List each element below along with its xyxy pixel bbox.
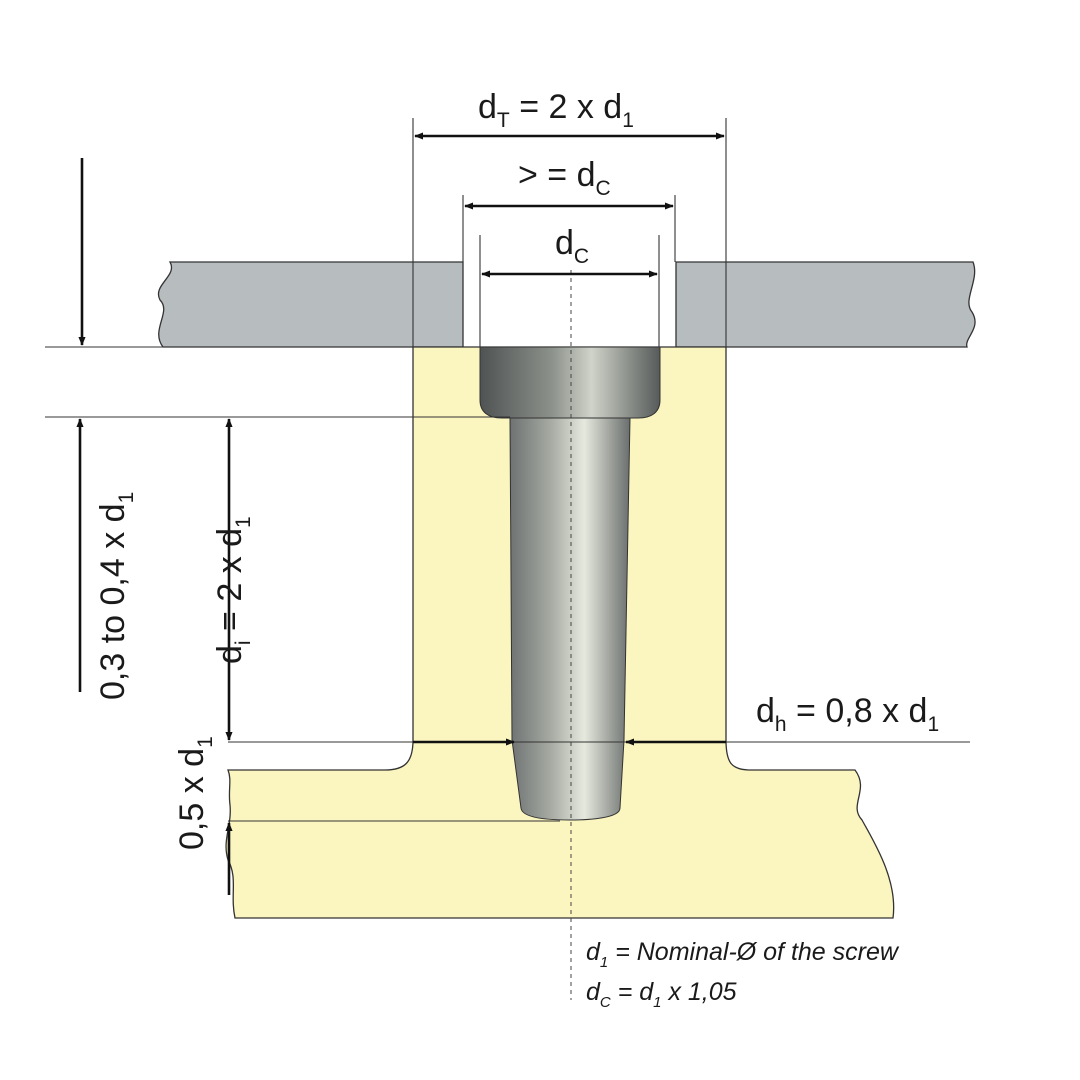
- dT-label: dT = 2 x d1: [478, 88, 634, 132]
- screw-shank: [509, 417, 631, 821]
- di-label: di = 2 x d1: [211, 516, 255, 664]
- screw-head: [479, 346, 661, 419]
- note-nominal-diameter: d1 = Nominal-Ø of the screw: [586, 938, 900, 971]
- depth-label: 0,3 to 0,4 x d1: [94, 492, 138, 700]
- dC-label: dC: [555, 224, 589, 268]
- gte-dC-label: > = dC: [518, 156, 611, 200]
- top-plate-left: [157, 261, 464, 348]
- top-plate-right: [675, 261, 976, 348]
- note-dc-formula: dC = d1 x 1,05: [586, 978, 737, 1011]
- dh-label: dh = 0,8 x d1: [756, 692, 939, 736]
- bottom-label: 0,5 x d1: [173, 736, 217, 850]
